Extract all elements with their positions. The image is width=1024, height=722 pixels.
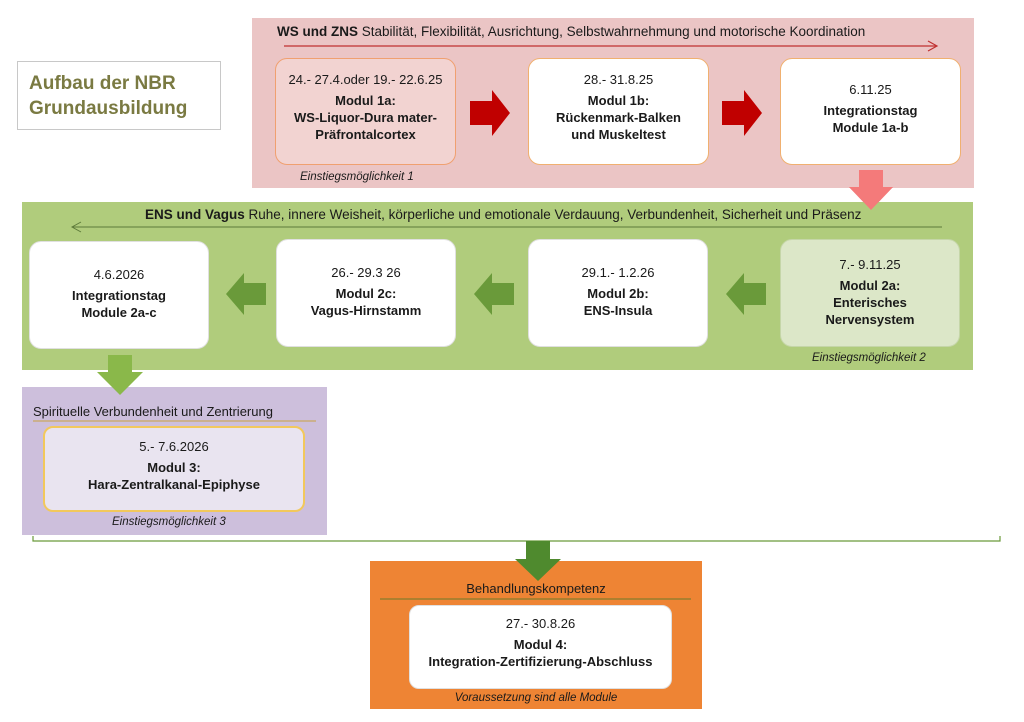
integration-day-2-card: 4.6.2026 Integrationstag Module 2a-c	[29, 241, 209, 349]
module-name: Modul 2c:	[335, 286, 397, 301]
title-line-2: Grundausbildung	[29, 98, 188, 119]
module-name: Module 2a-c	[81, 305, 157, 320]
arrow-right-icon	[470, 90, 510, 136]
module-name: Nervensystem	[825, 312, 915, 327]
module-name: Rückenmark-Balken	[556, 110, 681, 125]
arrow-right-icon	[722, 90, 762, 136]
arrow-down-icon	[515, 541, 561, 581]
module-name: Module 1a-b	[832, 120, 909, 135]
module-name: Präfrontalcortex	[315, 127, 416, 142]
module-date: 6.11.25	[849, 82, 892, 97]
arrow-left-icon	[726, 273, 766, 315]
stage-2-header: ENS und Vagus Ruhe, innere Weisheit, kör…	[145, 207, 861, 222]
module-date: 4.6.2026	[93, 267, 145, 282]
module-name: Modul 4:	[513, 637, 568, 652]
module-name: und Muskeltest	[571, 127, 666, 142]
stage-2-header-bold: ENS und Vagus	[145, 207, 245, 222]
arrow-down-icon	[97, 355, 143, 395]
module-3-card: 5.- 7.6.2026 Modul 3: Hara-Zentralkanal-…	[43, 426, 305, 512]
stage-4-caption: Voraussetzung sind alle Module	[454, 692, 618, 704]
module-name: Modul 2b:	[587, 286, 649, 301]
module-name: Integrationstag	[823, 103, 918, 118]
stage-2-caption: Einstiegsmöglichkeit 2	[812, 352, 926, 364]
module-name: Modul 2a:	[839, 278, 901, 293]
module-name: Integrationstag	[72, 288, 166, 303]
module-name: Hara-Zentralkanal-Epiphyse	[88, 477, 260, 492]
arrow-left-icon	[474, 273, 514, 315]
module-name: Modul 3:	[147, 460, 201, 475]
integration-day-1-card: 6.11.25 Integrationstag Module 1a-b	[780, 58, 961, 165]
stage-1-header-text: Stabilität, Flexibilität, Ausrichtung, S…	[358, 24, 866, 39]
stage-1-header: WS und ZNS Stabilität, Flexibilität, Aus…	[277, 24, 865, 39]
module-1b-card: 28.- 31.8.25 Modul 1b: Rückenmark-Balken…	[528, 58, 709, 165]
module-name: Vagus-Hirnstamm	[310, 303, 422, 318]
module-name: Modul 1b:	[587, 93, 650, 108]
module-date: 29.1.- 1.2.26	[581, 265, 655, 280]
stage-4-header: Behandlungskompetenz	[466, 581, 606, 596]
module-2c-card: 26.- 29.3 26 Modul 2c: Vagus-Hirnstamm	[276, 239, 456, 347]
module-2b-card: 29.1.- 1.2.26 Modul 2b: ENS-Insula	[528, 239, 708, 347]
stage-3-header: Spirituelle Verbundenheit und Zentrierun…	[33, 404, 273, 419]
module-date: 26.- 29.3 26	[331, 265, 401, 280]
title-line-1: Aufbau der NBR	[29, 73, 176, 94]
module-date: 24.- 27.4.oder 19.- 22.6.25	[288, 72, 443, 87]
stage-2-header-text: Ruhe, innere Weisheit, körperliche und e…	[244, 207, 862, 222]
diagram-title: Aufbau der NBR Grundausbildung	[17, 61, 221, 130]
arrow-left-icon	[226, 273, 266, 315]
stage-1-caption: Einstiegsmöglichkeit 1	[300, 171, 414, 183]
module-name: ENS-Insula	[583, 303, 653, 318]
module-4-card: 27.- 30.8.26 Modul 4: Integration-Zertif…	[409, 605, 672, 689]
module-name: Integration-Zertifizierung-Abschluss	[428, 654, 653, 669]
module-1a-card: 24.- 27.4.oder 19.- 22.6.25 Modul 1a: WS…	[275, 58, 456, 165]
stage-1-header-bold: WS und ZNS	[277, 24, 358, 39]
module-date: 5.- 7.6.2026	[139, 439, 209, 454]
module-name: WS-Liquor-Dura mater-	[294, 110, 437, 125]
module-name: Modul 1a:	[335, 93, 396, 108]
module-date: 27.- 30.8.26	[505, 616, 576, 631]
arrow-down-icon	[849, 170, 893, 210]
stage-3-caption: Einstiegsmöglichkeit 3	[112, 516, 226, 528]
module-date: 28.- 31.8.25	[583, 72, 654, 87]
module-date: 7.- 9.11.25	[839, 257, 901, 272]
module-2a-card: 7.- 9.11.25 Modul 2a: Enterisches Nerven…	[780, 239, 960, 347]
module-name: Enterisches	[833, 295, 907, 310]
